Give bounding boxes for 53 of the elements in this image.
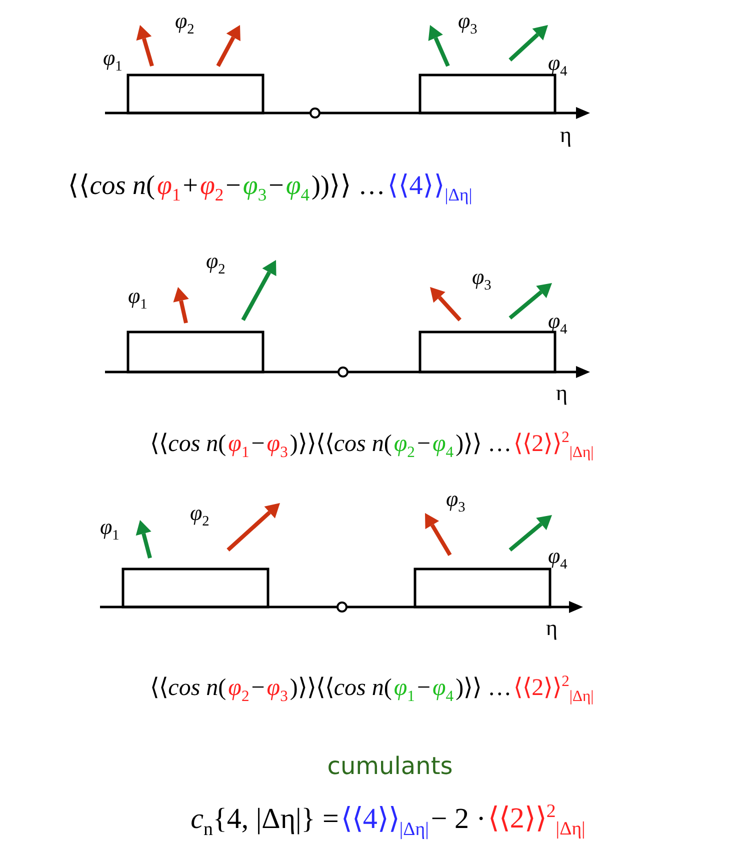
angle-label: φ$_{2}$ (190, 502, 210, 529)
eta-interval-rect (414, 568, 552, 608)
angle-label: φ$_{1}$ (128, 285, 148, 312)
angle-label: φ$_{1}$ (100, 516, 120, 543)
angle-label: φ$_{2}$ (206, 250, 226, 277)
angle-label: φ$_{3}$ (472, 266, 492, 293)
formula-term: − (416, 430, 432, 459)
formula-term: )⟩⟩⟨⟨cos n( (288, 674, 393, 703)
formula-term: φ$_{1}$ (392, 674, 416, 707)
angle-label: φ$_{4}$ (548, 52, 568, 79)
formula-term: − (416, 674, 432, 703)
formula-term: ⟨⟨cos n( (66, 169, 156, 202)
formula-term: φ$_{3}$ (266, 674, 289, 707)
eta-interval-rect (126, 330, 264, 374)
formula-term: ))⟩⟩ … (310, 169, 386, 202)
eta-interval-rect (418, 330, 556, 374)
formula-term: ⟨⟨cos n( (149, 430, 228, 459)
formula-term: φ$_{3}$ (242, 169, 268, 206)
formula-term: ⟨⟨4⟩⟩$_{|Δη|}$ (340, 802, 430, 842)
formula-term: + (182, 169, 199, 202)
eta-interval-rect (122, 568, 270, 608)
angle-label: φ$_{2}$ (175, 10, 194, 37)
eta-interval-rect (126, 74, 264, 114)
angle-label: φ$_{4}$ (548, 545, 568, 572)
formula-term: )⟩⟩ … (454, 674, 513, 703)
formula-term: )⟩⟩ … (454, 430, 513, 459)
formula-term: − (250, 674, 266, 703)
formula-term: )⟩⟩⟨⟨cos n( (288, 430, 393, 459)
formula-term: − (224, 169, 242, 202)
formula-term: φ$_{2}$ (392, 430, 416, 463)
formula-term: φ$_{4}$ (284, 169, 311, 206)
formula-term: ⟨⟨cos n( (149, 674, 228, 703)
formula-term: φ$_{4}$ (432, 674, 455, 707)
formula-term: φ$_{1}$ (156, 169, 182, 206)
angle-label: φ$_{3}$ (446, 488, 466, 515)
formula-term: ⟨⟨4⟩⟩$_{|Δη|}$ (386, 169, 474, 206)
angle-label: φ$_{3}$ (458, 10, 478, 37)
angle-label: φ$_{1}$ (103, 47, 122, 74)
eta-interval-rect (418, 74, 556, 114)
formula-term: − (250, 430, 266, 459)
angle-label: φ$_{4}$ (548, 310, 568, 337)
formula-term: φ$_{3}$ (266, 430, 289, 463)
formula-term: − (268, 169, 285, 202)
axis-label: η (560, 124, 572, 146)
formula-term: φ$_{4}$ (432, 430, 455, 463)
axis-label: η (556, 382, 568, 404)
formula-term: φ$_{2}$ (198, 169, 225, 206)
heading: cumulants (327, 752, 453, 780)
formula-term: − 2 · (430, 802, 487, 837)
formula-term: φ$_{1}$ (227, 430, 250, 463)
formula-term: c$_{n}${4, |Δη|} = (190, 802, 340, 842)
axis-label: η (546, 617, 558, 639)
formula-term: φ$_{2}$ (227, 674, 250, 707)
